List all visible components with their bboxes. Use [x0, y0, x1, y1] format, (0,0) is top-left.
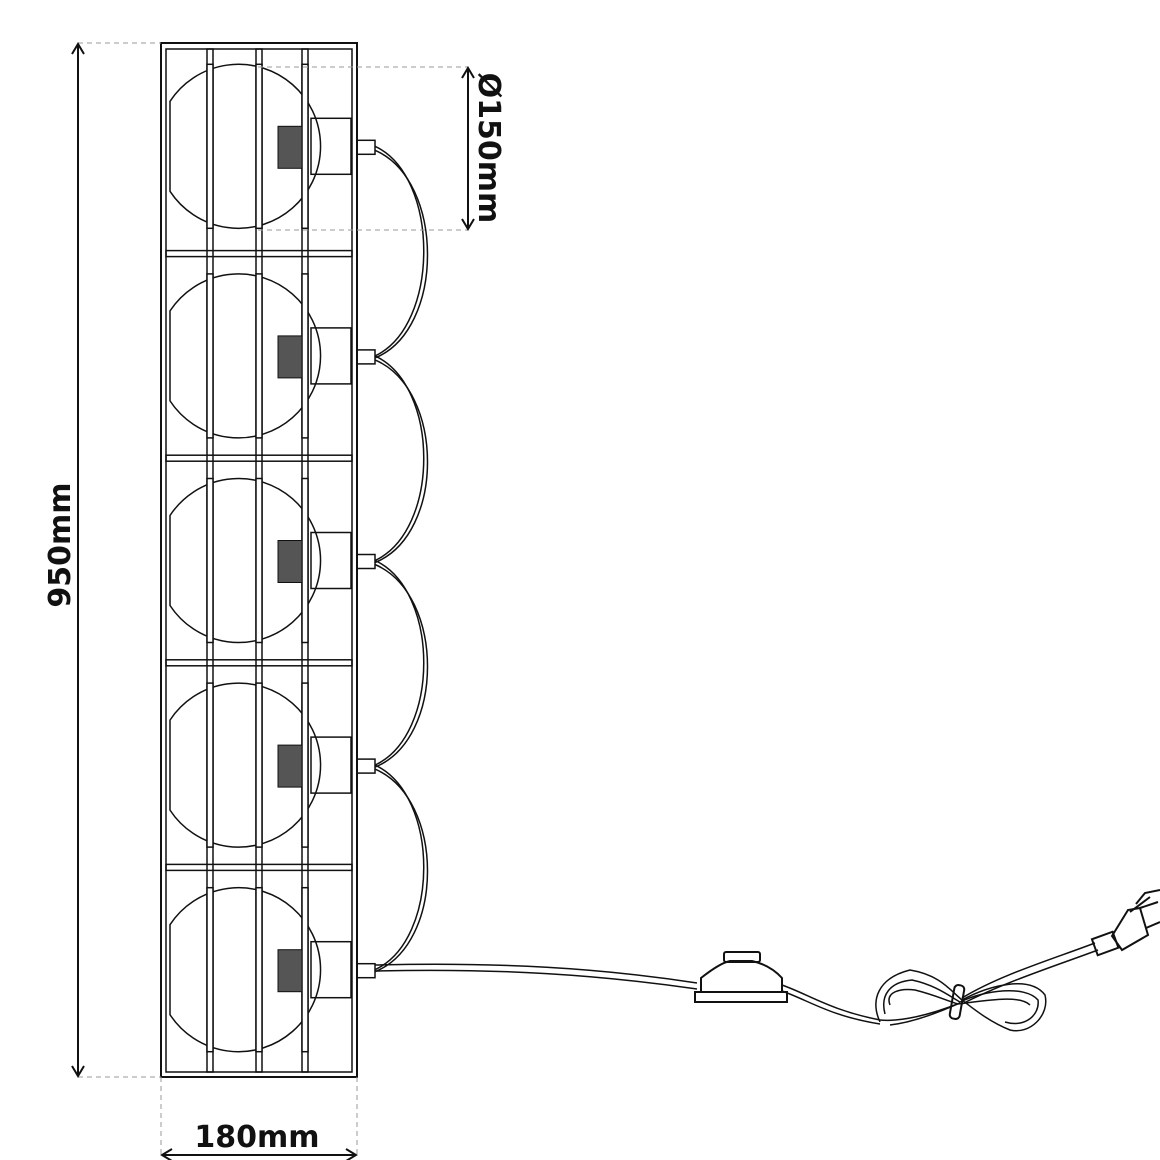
- connecting-wires: [374, 145, 429, 973]
- globe-cell: [165, 659, 376, 848]
- power-cord: [374, 963, 698, 990]
- vertical-bar: [206, 477, 214, 644]
- globe-cell: [165, 454, 376, 644]
- height-label: 950mm: [43, 482, 78, 607]
- connector: [356, 349, 376, 365]
- globe: [169, 63, 322, 230]
- globe-cell: [169, 63, 376, 230]
- vertical-bar: [301, 682, 309, 848]
- foot-switch: [694, 951, 788, 1003]
- wire: [374, 149, 429, 359]
- thread-icon: [277, 125, 303, 169]
- globe-cell: [165, 863, 376, 1053]
- vertical-bar: [301, 477, 309, 644]
- socket: [310, 117, 352, 176]
- globe: [169, 886, 322, 1053]
- wire: [374, 145, 425, 357]
- connector: [356, 139, 376, 156]
- vertical-bar: [301, 886, 309, 1053]
- diameter-label: Ø150mm: [471, 73, 506, 224]
- socket: [310, 327, 352, 385]
- globe: [169, 273, 322, 439]
- wire: [374, 559, 425, 766]
- globe: [169, 682, 322, 848]
- connector: [356, 758, 376, 774]
- connector: [356, 553, 376, 570]
- vertical-bar: [206, 273, 214, 439]
- thread-icon: [277, 949, 303, 993]
- diameter-dimension: Ø150mm: [258, 66, 506, 231]
- divider: [165, 863, 353, 872]
- thread-icon: [277, 335, 303, 379]
- globe-cell: [165, 249, 376, 439]
- width-label: 180mm: [194, 1120, 319, 1155]
- globe-cells: [165, 63, 376, 1053]
- wire: [374, 355, 425, 562]
- vertical-bar: [255, 886, 263, 1053]
- thread-icon: [277, 540, 303, 583]
- divider: [165, 249, 353, 258]
- wire: [374, 768, 429, 973]
- wire: [374, 359, 429, 564]
- socket: [310, 736, 352, 794]
- vertical-bar: [206, 886, 214, 1053]
- connector: [356, 962, 376, 979]
- vertical-bar: [206, 682, 214, 848]
- coiled-cord: [781, 942, 1099, 1032]
- plug: [1090, 889, 1160, 957]
- vertical-bar: [255, 682, 263, 848]
- globe: [169, 477, 322, 644]
- socket: [310, 531, 352, 590]
- wire: [374, 764, 425, 971]
- thread-icon: [277, 744, 303, 788]
- vertical-bar: [255, 477, 263, 644]
- vertical-bar: [301, 273, 309, 439]
- divider: [165, 454, 353, 462]
- wire: [374, 563, 429, 768]
- vertical-bar: [255, 273, 263, 439]
- width-dimension: 180mm: [160, 1077, 358, 1160]
- vertical-bar: [206, 63, 214, 230]
- divider: [165, 659, 353, 667]
- vertical-bar: [301, 63, 309, 230]
- socket: [310, 940, 352, 999]
- vertical-bar: [255, 63, 263, 230]
- height-dimension: 950mm: [43, 42, 161, 1078]
